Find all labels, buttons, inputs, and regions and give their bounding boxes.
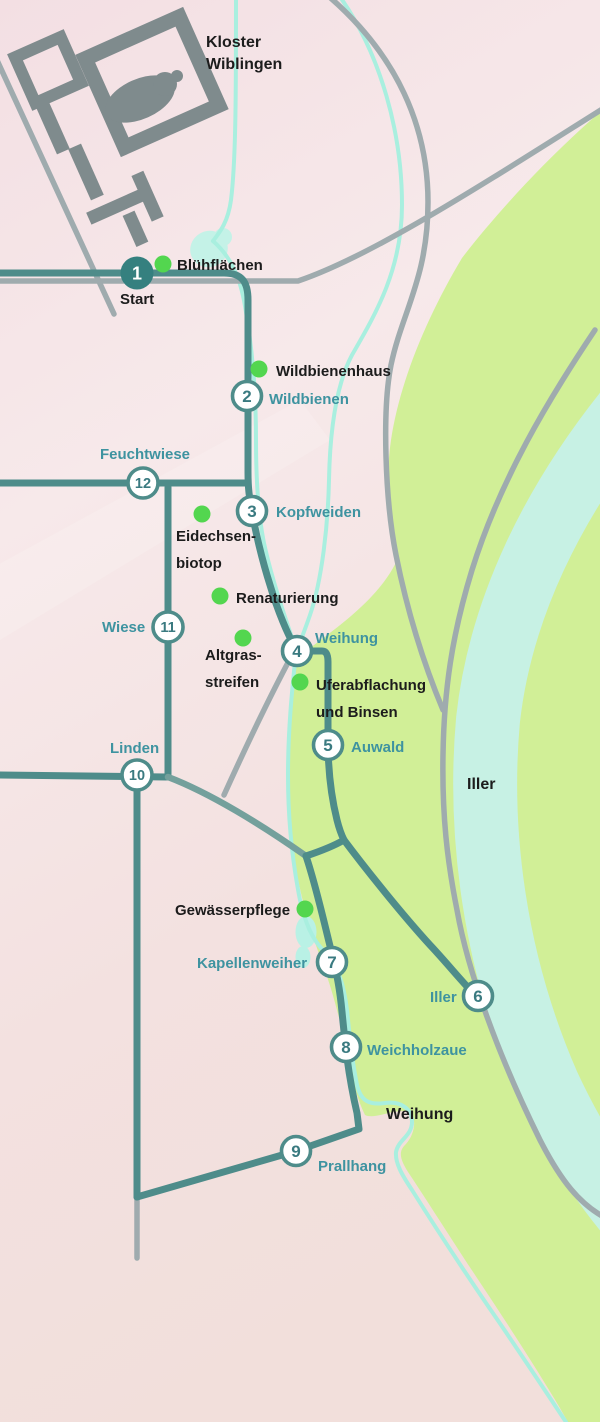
kloster-label-line2: Wiblingen: [206, 56, 282, 73]
stream-kloster-branch: [211, 0, 238, 243]
trail-spur-to-iller: [340, 836, 481, 1001]
building-west-wing: [34, 97, 70, 155]
station-marker-12[interactable]: 12: [126, 466, 160, 500]
station-2-number: 2: [242, 387, 251, 406]
station-marker-10[interactable]: 10: [120, 758, 154, 792]
stream-arc-branch: [294, 0, 405, 654]
road-along-iller: [440, 327, 600, 1218]
station-9-label: Prallhang: [318, 1158, 386, 1175]
station-9-number: 9: [291, 1142, 300, 1161]
trail-linden-curve: [164, 773, 310, 860]
building-west-courtyard: [7, 29, 89, 111]
iller-river-label: Iller: [467, 776, 495, 793]
poi-dot-gewaesserpflege[interactable]: [296, 900, 314, 918]
poi-label-wildbienenhaus: Wildbienenhaus: [276, 363, 391, 380]
station-markers: 1 2 3 4 5 6 7 8: [120, 256, 495, 1168]
station-6-label: Iller: [430, 989, 457, 1006]
station-5-number: 5: [323, 736, 332, 755]
station-8-number: 8: [341, 1038, 350, 1057]
poi-label-altgras-line1: Altgras-: [205, 647, 262, 664]
poi-label-eidechsen-line1: Eidechsen-: [176, 528, 256, 545]
poi-label-gewaesserpflege: Gewässerpflege: [175, 902, 290, 919]
kapellenweiher-pond: [295, 916, 317, 968]
station-1-label: Start: [120, 291, 154, 308]
poi-dot-altgrasstreifen[interactable]: [234, 629, 252, 647]
poi-label-uferabflachung-line1: Uferabflachung: [316, 677, 426, 694]
poi-label-eidechsen-line2: biotop: [176, 555, 222, 572]
station-10-label: Linden: [110, 740, 159, 757]
road-branch-to-weihung: [221, 652, 295, 798]
poi-dot-wildbienenhaus[interactable]: [250, 360, 268, 378]
poi-label-altgras-line2: streifen: [205, 674, 259, 691]
road-arc: [328, 0, 446, 713]
roads-group: [0, 0, 600, 1261]
station-2-label: Wildbienen: [269, 391, 349, 408]
building-basilica-tower: [171, 70, 183, 82]
weihung-river-label: Weihung: [386, 1106, 453, 1123]
kloster-label-line1: Kloster: [206, 34, 261, 51]
station-marker-4[interactable]: 4: [280, 634, 314, 668]
building-south-bar-3: [131, 170, 164, 222]
station-6-number: 6: [473, 987, 482, 1006]
station-marker-8[interactable]: 8: [329, 1030, 363, 1064]
station-7-label: Kapellenweiher: [197, 955, 307, 972]
station-1-number: 1: [132, 264, 142, 284]
iller-river-water: [453, 392, 600, 1231]
station-marker-1[interactable]: 1: [120, 256, 154, 290]
station-3-number: 3: [247, 502, 256, 521]
station-marker-7[interactable]: 7: [315, 945, 349, 979]
poi-dot-renaturierung[interactable]: [211, 587, 229, 605]
poi-dot-uferabflachung[interactable]: [291, 673, 309, 691]
poi-dot-eidechsenbiotop[interactable]: [193, 505, 211, 523]
station-8-label: Weichholzaue: [367, 1042, 467, 1059]
station-marker-11[interactable]: 11: [151, 610, 185, 644]
station-7-number: 7: [327, 953, 336, 972]
poi-dots: [154, 255, 314, 918]
station-11-number: 11: [160, 620, 175, 636]
station-marker-2[interactable]: 2: [230, 379, 264, 413]
station-12-number: 12: [135, 476, 151, 492]
station-4-label: Weihung: [315, 630, 378, 647]
poi-label-renaturierung: Renaturierung: [236, 590, 339, 607]
building-south-bar-1: [68, 143, 104, 201]
building-south-bar-4: [122, 210, 149, 247]
station-marker-9[interactable]: 9: [279, 1134, 313, 1168]
poi-label-uferabflachung-line2: und Binsen: [316, 704, 398, 721]
kloster-buildings: [7, 6, 229, 247]
station-11-label: Wiese: [102, 619, 145, 636]
trail-kapellenweiher-south: [133, 852, 363, 1201]
trail-weihung-to-junction: [293, 647, 348, 844]
poi-dot-bluehflaechen[interactable]: [154, 255, 172, 273]
stream-along-trail: [211, 239, 298, 652]
station-4-number: 4: [292, 642, 302, 661]
station-3-label: Kopfweiden: [276, 504, 361, 521]
building-south-bar-2: [86, 188, 147, 225]
station-marker-6[interactable]: 6: [461, 979, 495, 1013]
station-5-label: Auwald: [351, 739, 404, 756]
station-10-number: 10: [129, 768, 145, 784]
station-marker-3[interactable]: 3: [235, 494, 269, 528]
station-marker-5[interactable]: 5: [311, 728, 345, 762]
poi-label-bluehflaechen: Blühflächen: [177, 257, 263, 274]
road-horizontal-northeast: [0, 107, 600, 284]
station-12-label: Feuchtwiese: [100, 446, 190, 463]
building-basilica-apse: [153, 72, 177, 96]
